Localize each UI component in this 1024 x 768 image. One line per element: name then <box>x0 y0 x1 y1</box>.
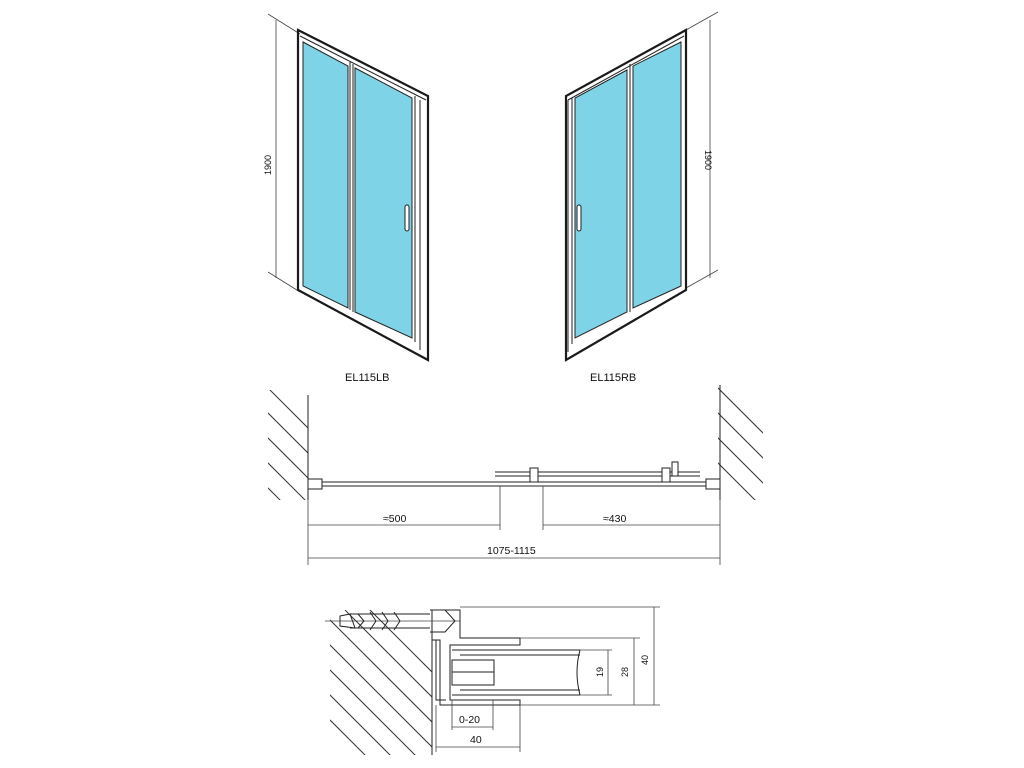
plan-right-profile <box>705 478 721 490</box>
right-height-dimension: 1900 <box>685 11 719 289</box>
wall-anchor-screw <box>325 609 460 633</box>
detail-dim-adjust: 0-20 <box>459 714 480 726</box>
door-profile-insert <box>451 649 581 696</box>
left-door-handle <box>404 204 410 232</box>
profile-detail: 19 28 40 0-20 40 <box>325 606 660 755</box>
right-door-handle <box>576 204 582 232</box>
left-height-dimension: 1900 <box>263 13 301 293</box>
plan-dim-left: ≈500 <box>383 513 406 525</box>
right-height-label: 1900 <box>703 150 713 170</box>
right-sliding-glass-panel <box>574 69 628 339</box>
plan-roller-left <box>529 467 539 483</box>
detail-dim-40-vertical: 40 <box>640 655 650 665</box>
wall-profile <box>432 609 521 706</box>
plan-dim-right: ≈430 <box>603 513 626 525</box>
left-model-label: EL115LB <box>345 372 389 384</box>
plan-roller-right <box>661 467 671 483</box>
plan-left-profile <box>307 478 323 490</box>
left-door-view: 1900 EL115LB <box>263 13 430 384</box>
right-door-view: 1900 EL115RB <box>564 11 719 384</box>
plan-handle <box>671 461 679 477</box>
detail-dim-28: 28 <box>620 667 630 677</box>
detail-wall-hatch <box>330 610 432 755</box>
detail-dim-19: 19 <box>595 667 605 677</box>
right-wall-hatch <box>718 387 763 500</box>
plan-view: ≈500 ≈430 1075-1115 <box>268 385 763 565</box>
right-fixed-glass-panel <box>632 41 682 309</box>
left-sliding-glass-panel <box>354 67 413 339</box>
right-model-label: EL115RB <box>590 372 636 384</box>
left-height-label: 1900 <box>263 155 273 175</box>
right-outer-frame <box>564 28 688 362</box>
plan-dim-total: 1075-1115 <box>487 545 536 557</box>
left-outer-frame <box>296 28 430 362</box>
left-fixed-glass-panel <box>302 41 349 309</box>
detail-dim-40-horizontal: 40 <box>470 734 482 746</box>
left-wall-hatch <box>268 390 308 500</box>
